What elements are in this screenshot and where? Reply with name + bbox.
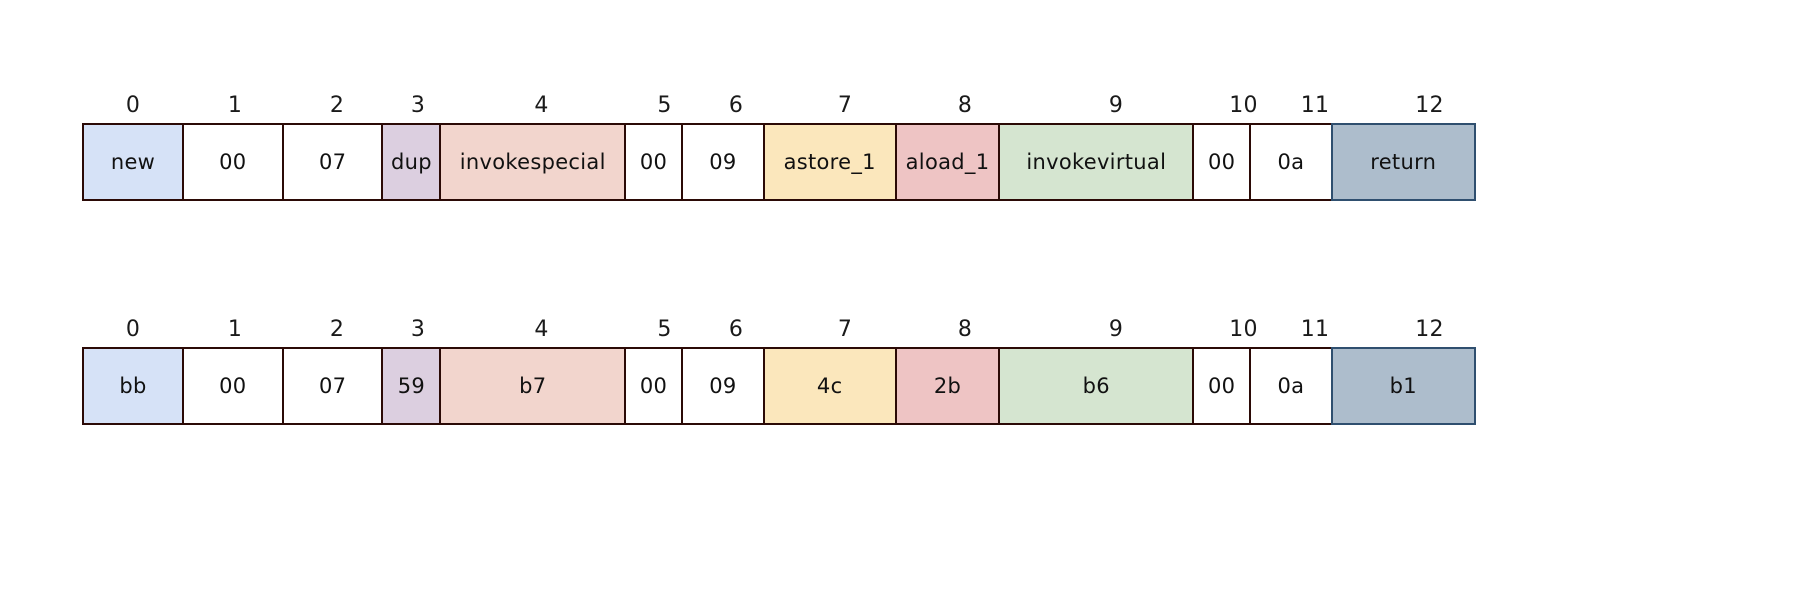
byte-cell-4[interactable]: b7 bbox=[439, 347, 627, 425]
byte-cell-6[interactable]: 09 bbox=[680, 123, 765, 201]
index-label-8: 8 bbox=[957, 317, 973, 342]
byte-cell-5[interactable]: 00 bbox=[624, 123, 684, 201]
index-label-9: 9 bbox=[1108, 317, 1124, 342]
index-label-1: 1 bbox=[227, 317, 243, 342]
byte-cell-8[interactable]: aload_1 bbox=[894, 123, 1001, 201]
byte-cell-10[interactable]: 00 bbox=[1192, 123, 1252, 201]
index-label-3: 3 bbox=[410, 317, 426, 342]
byte-cell-3[interactable]: 59 bbox=[381, 347, 442, 425]
byte-cell-11[interactable]: 0a bbox=[1248, 347, 1333, 425]
index-label-9: 9 bbox=[1108, 93, 1124, 118]
index-label-3: 3 bbox=[410, 93, 426, 118]
byte-cell-4[interactable]: invokespecial bbox=[439, 123, 627, 201]
byte-cell-1[interactable]: 00 bbox=[181, 347, 284, 425]
index-label-12: 12 bbox=[1415, 317, 1444, 342]
byte-cell-11[interactable]: 0a bbox=[1248, 123, 1333, 201]
byte-cell-6[interactable]: 09 bbox=[680, 347, 765, 425]
byte-cell-3[interactable]: dup bbox=[381, 123, 442, 201]
index-label-1: 1 bbox=[227, 93, 243, 118]
index-label-2: 2 bbox=[329, 317, 345, 342]
index-label-7: 7 bbox=[837, 93, 853, 118]
index-label-11: 11 bbox=[1300, 317, 1330, 342]
index-label-10: 10 bbox=[1229, 93, 1258, 118]
byte-cell-12[interactable]: b1 bbox=[1330, 347, 1476, 425]
index-label-5: 5 bbox=[657, 93, 672, 118]
index-label-8: 8 bbox=[957, 93, 973, 118]
byte-cell-7[interactable]: astore_1 bbox=[762, 123, 897, 201]
byte-cell-0[interactable]: new bbox=[82, 123, 184, 201]
byte-cell-8[interactable]: 2b bbox=[894, 347, 1001, 425]
index-label-7: 7 bbox=[837, 317, 853, 342]
index-label-4: 4 bbox=[534, 317, 549, 342]
byte-cell-0[interactable]: bb bbox=[82, 347, 184, 425]
byte-cell-2[interactable]: 07 bbox=[281, 347, 384, 425]
byte-cell-9[interactable]: b6 bbox=[998, 347, 1195, 425]
byte-cell-1[interactable]: 00 bbox=[181, 123, 284, 201]
index-label-4: 4 bbox=[534, 93, 549, 118]
index-label-0: 0 bbox=[125, 317, 141, 342]
index-label-6: 6 bbox=[728, 93, 744, 118]
byte-cell-7[interactable]: 4c bbox=[762, 347, 897, 425]
byte-cell-5[interactable]: 00 bbox=[624, 347, 684, 425]
index-label-2: 2 bbox=[329, 93, 345, 118]
index-label-10: 10 bbox=[1229, 317, 1258, 342]
byte-cell-12[interactable]: return bbox=[1330, 123, 1476, 201]
index-label-11: 11 bbox=[1300, 93, 1330, 118]
byte-cell-9[interactable]: invokevirtual bbox=[998, 123, 1195, 201]
index-label-5: 5 bbox=[657, 317, 672, 342]
byte-cell-2[interactable]: 07 bbox=[281, 123, 384, 201]
byte-cell-10[interactable]: 00 bbox=[1192, 347, 1252, 425]
index-label-0: 0 bbox=[125, 93, 141, 118]
index-label-6: 6 bbox=[728, 317, 744, 342]
index-label-12: 12 bbox=[1415, 93, 1444, 118]
